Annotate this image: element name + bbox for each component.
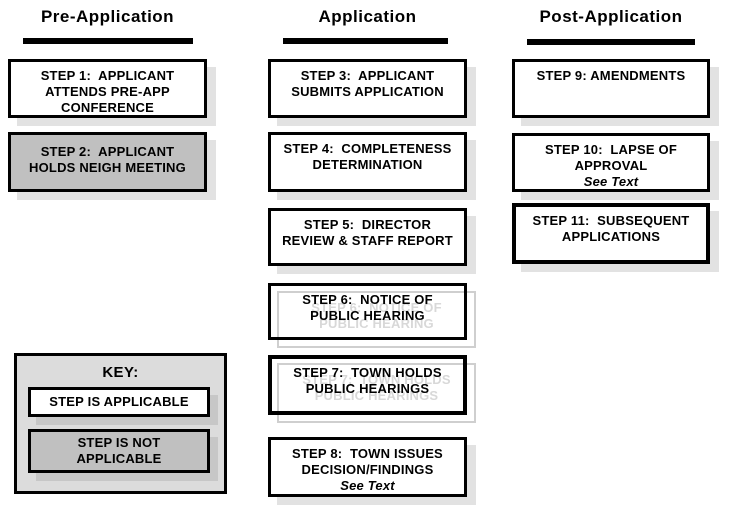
step-10-box: STEP 10: LAPSE OF APPROVAL See Text STEP…: [512, 133, 719, 200]
step-4-label-line: DETERMINATION: [312, 157, 423, 172]
step-9-face: STEP 9: AMENDMENTS: [512, 59, 710, 118]
step-8-see-text-note: See Text: [340, 478, 395, 493]
step-4-face: STEP 4: COMPLETENESS DETERMINATION: [268, 132, 467, 192]
step-11-label-line: APPLICATIONS: [561, 229, 661, 244]
step-8-label-line: DECISION/FINDINGS: [301, 462, 434, 477]
step-7-label-line: PUBLIC HEARINGS: [305, 381, 430, 396]
step-10-face: STEP 10: LAPSE OF APPROVAL See Text: [512, 133, 710, 192]
header-underline-pre-application: [23, 38, 193, 44]
header-underline-application: [283, 38, 448, 44]
step-4-box: STEP 4: COMPLETENESS DETERMINATION STEP …: [268, 132, 476, 200]
step-7-face: STEP 7: TOWN HOLDS PUBLIC HEARINGS: [268, 355, 467, 415]
step-2-face: STEP 2: APPLICANT HOLDS NEIGH MEETING: [8, 132, 207, 192]
step-1-box: STEP 1: APPLICANT ATTENDS PRE-APP CONFER…: [8, 59, 216, 126]
step-1-label-line: CONFERENCE: [60, 100, 154, 115]
step-6-face: STEP 6: NOTICE OF PUBLIC HEARING: [268, 283, 467, 340]
step-11-box: STEP 11: SUBSEQUENT APPLICATIONS STEP 11…: [512, 203, 719, 272]
step-2-label-line: HOLDS NEIGH MEETING: [29, 160, 186, 175]
step-5-face: STEP 5: DIRECTOR REVIEW & STAFF REPORT: [268, 208, 467, 266]
step-5-label-line: STEP 5: DIRECTOR: [303, 217, 432, 232]
step-2-box: STEP 2: APPLICANT HOLDS NEIGH MEETING ST…: [8, 132, 216, 200]
step-6-box: STEP 6: NOTICE OF PUBLIC HEARING STEP 6:…: [268, 283, 476, 348]
key-not-applicable-label: STEP IS NOT: [77, 435, 161, 450]
step-5-label-line: REVIEW & STAFF REPORT: [282, 233, 453, 248]
step-8-face: STEP 8: TOWN ISSUES DECISION/FINDINGS Se…: [268, 437, 467, 497]
step-3-label-line: STEP 3: APPLICANT: [300, 68, 435, 83]
key-title: KEY:: [102, 364, 139, 381]
step-6-label-line: PUBLIC HEARING: [310, 308, 425, 323]
key-not-applicable-face: STEP IS NOT APPLICABLE: [28, 429, 210, 473]
column-header-post-application: Post-Application: [539, 7, 683, 26]
step-3-box: STEP 3: APPLICANT SUBMITS APPLICATION ST…: [268, 59, 476, 126]
step-3-label-line: SUBMITS APPLICATION: [291, 84, 444, 99]
key-applicable-face: STEP IS APPLICABLE: [28, 387, 210, 417]
step-1-face: STEP 1: APPLICANT ATTENDS PRE-APP CONFER…: [8, 59, 207, 118]
step-1-label-line: ATTENDS PRE-APP: [45, 84, 170, 99]
step-7-box: STEP 7: TOWN HOLDS PUBLIC HEARINGS STEP …: [268, 355, 476, 423]
key-not-applicable-label: APPLICABLE: [76, 451, 162, 466]
step-3-face: STEP 3: APPLICANT SUBMITS APPLICATION: [268, 59, 467, 118]
step-8-box: STEP 8: TOWN ISSUES DECISION/FINDINGS Se…: [268, 437, 476, 505]
key-applicable-label: STEP IS APPLICABLE: [49, 394, 189, 409]
header-underline-post-application: [527, 39, 695, 45]
step-9-box: STEP 9: AMENDMENTS STEP 9: AMENDMENTS: [512, 59, 719, 126]
step-4-label-line: STEP 4: COMPLETENESS: [283, 141, 452, 156]
column-header-application: Application: [318, 7, 417, 26]
step-1-label-line: STEP 1: APPLICANT: [40, 68, 175, 83]
step-8-label-line: STEP 8: TOWN ISSUES: [292, 446, 443, 461]
key-step-applicable-box: STEP IS APPLICABLE: [28, 387, 218, 425]
step-10-label-line: STEP 10: LAPSE OF: [545, 142, 677, 157]
key-legend-box: KEY: STEP IS APPLICABLE STEP IS NOT APPL…: [14, 353, 227, 494]
step-9-label-line: STEP 9: AMENDMENTS: [536, 68, 686, 83]
step-2-label-line: STEP 2: APPLICANT: [40, 144, 175, 159]
step-6-label-line: STEP 6: NOTICE OF: [302, 292, 433, 307]
step-10-label-line: APPROVAL: [574, 158, 648, 173]
key-step-not-applicable-box: STEP IS NOT APPLICABLE: [28, 429, 218, 481]
step-11-face: STEP 11: SUBSEQUENT APPLICATIONS: [512, 203, 710, 264]
step-10-see-text-note: See Text: [583, 174, 639, 189]
column-header-pre-application: Pre-Application: [40, 7, 175, 26]
step-7-label-line: STEP 7: TOWN HOLDS: [293, 365, 442, 380]
step-5-box: STEP 5: DIRECTOR REVIEW & STAFF REPORT S…: [268, 208, 476, 274]
step-11-label-line: STEP 11: SUBSEQUENT: [532, 213, 690, 228]
